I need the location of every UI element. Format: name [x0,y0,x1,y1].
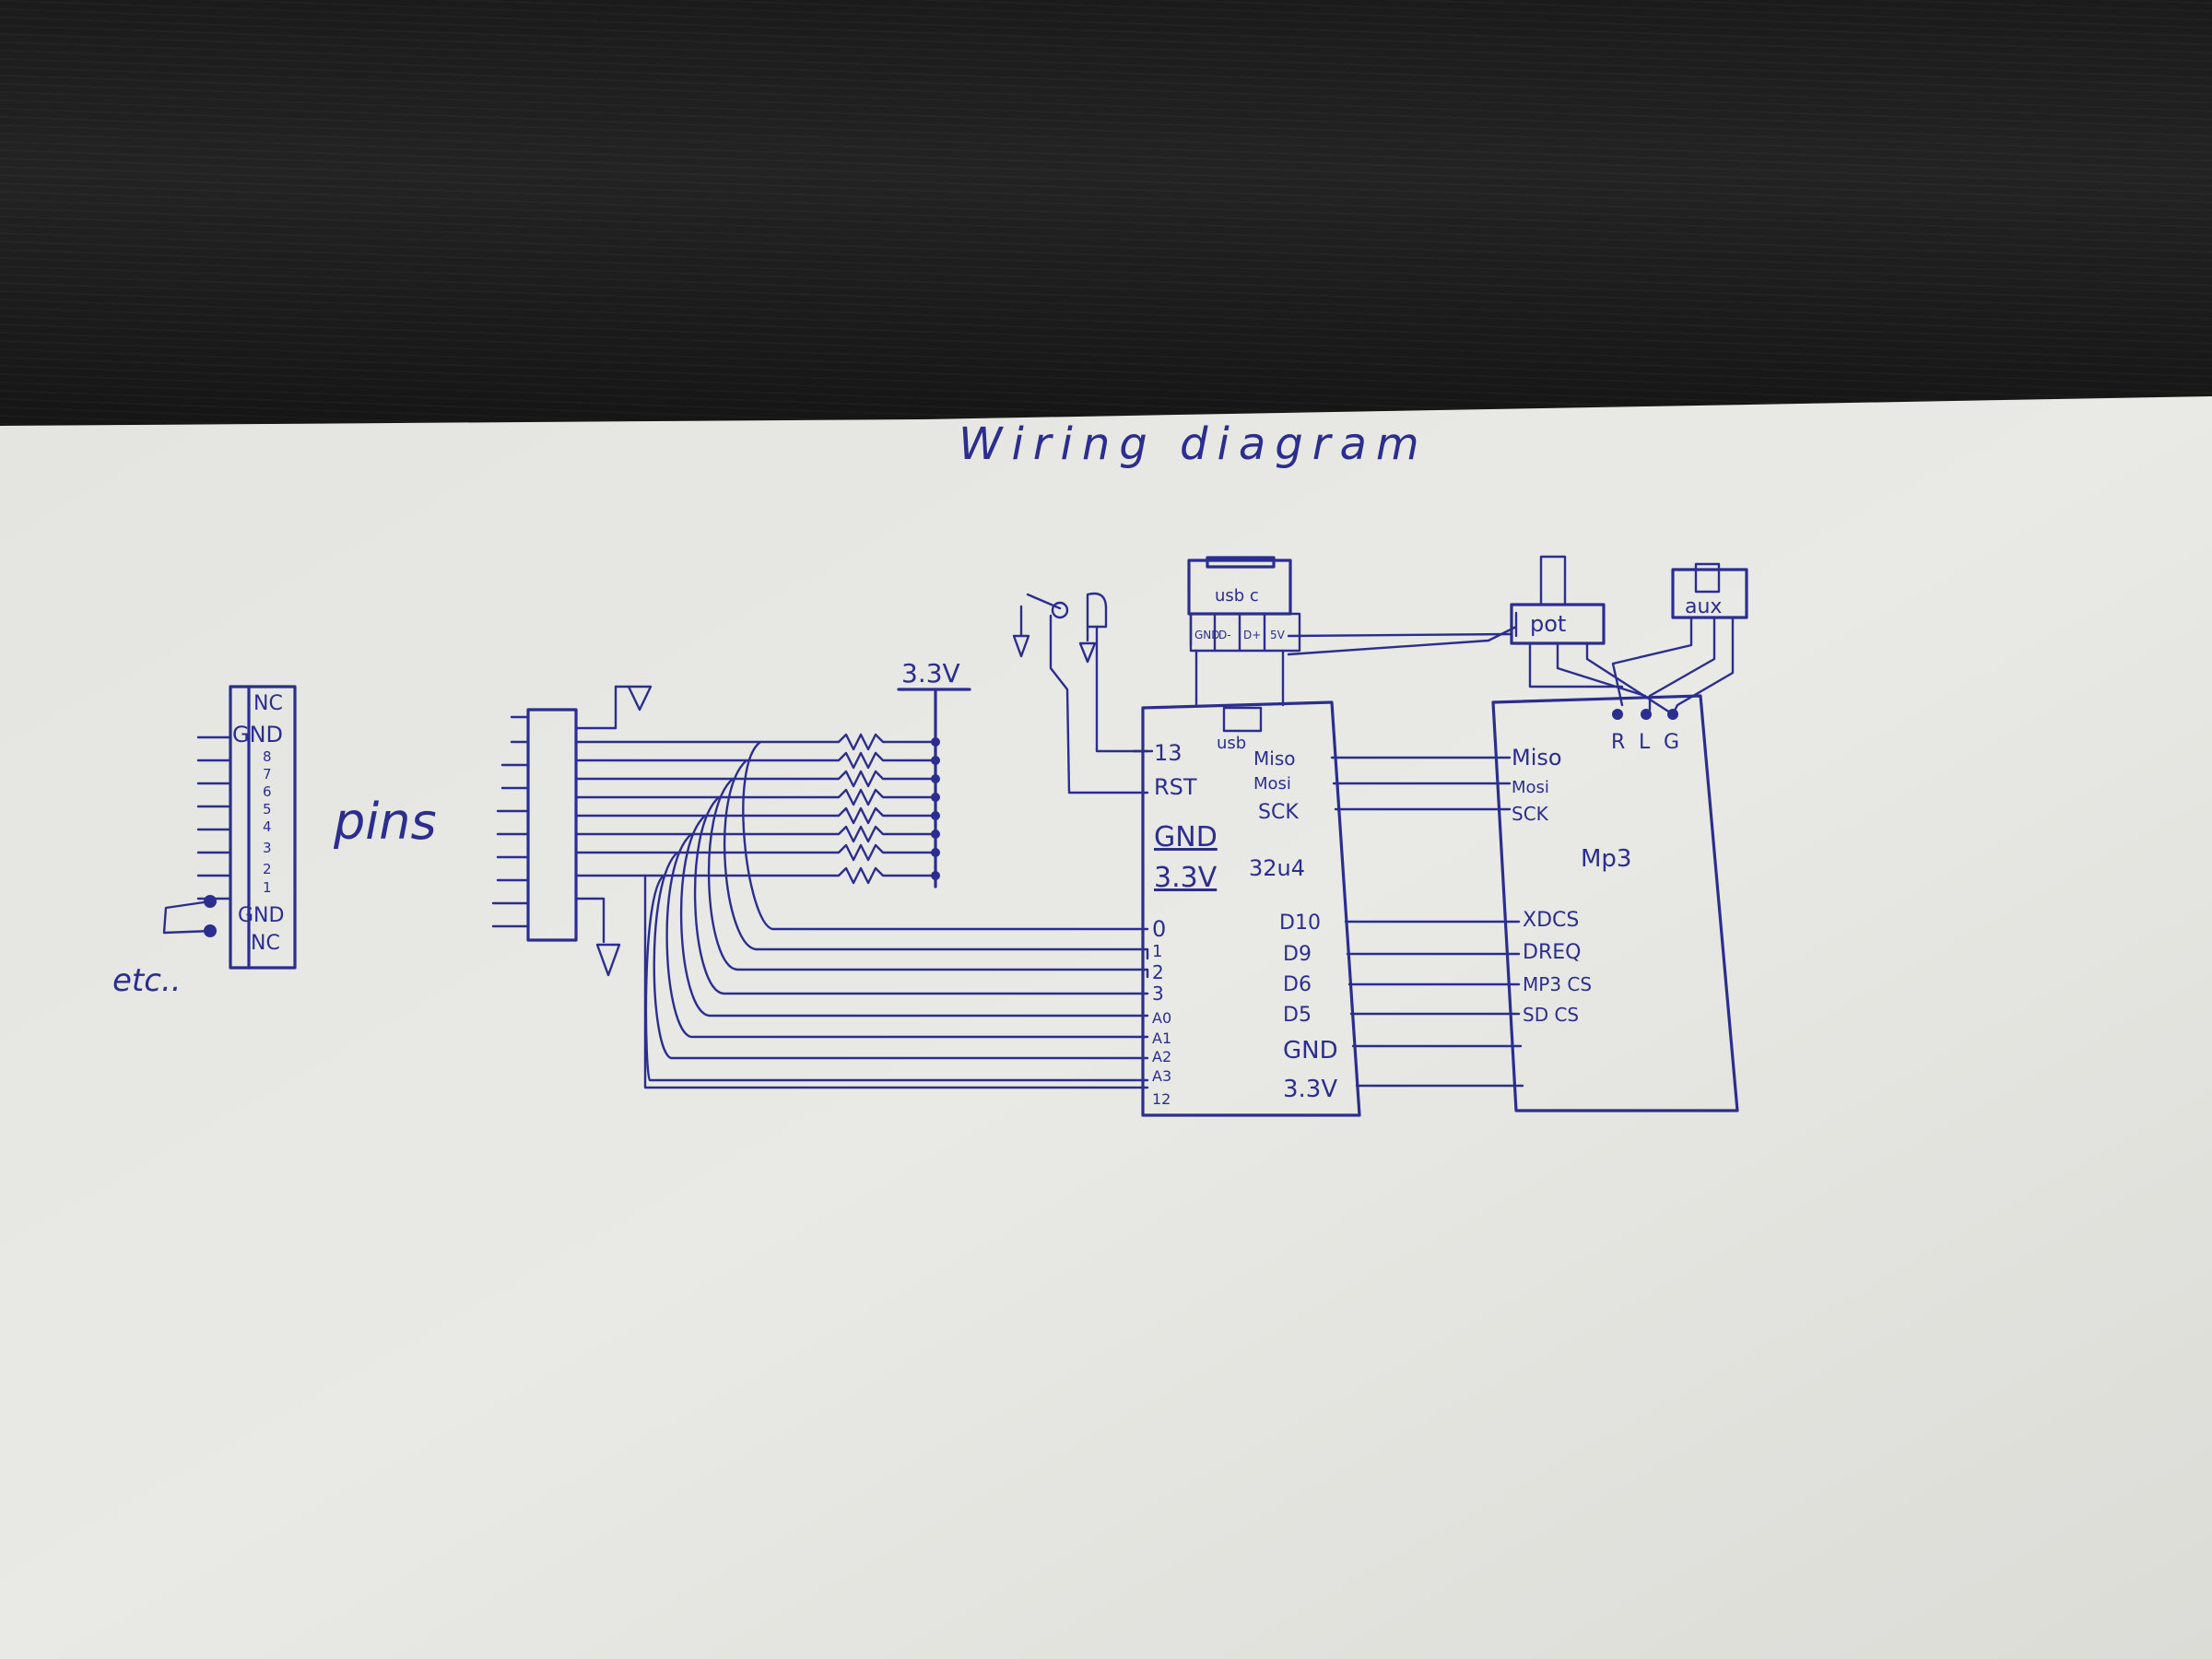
mcu-right-pin-label: SCK [1258,801,1299,824]
mcu-left-pin-label: RST [1154,774,1197,800]
keypad-pin-label: 6 [263,783,272,800]
junction-dot [931,793,940,802]
pin-header [491,685,653,977]
mcu-left-pin-label: A1 [1152,1030,1171,1047]
usb-c-connector: usb c GND D- D+ 5V [1187,556,1518,707]
junction-dot [931,737,940,747]
usb-c-pin-label: 5V [1270,629,1286,641]
gnd-junction-dot [204,895,217,908]
supply-label: 3.3V [901,658,960,688]
mcu-right-pin-label: Miso [1253,747,1295,770]
mcu-left-pin-label: 3 [1152,982,1164,1005]
keypad-pin-label: 7 [263,766,272,782]
gnd-junction-dot [204,924,217,937]
rlg-label: G [1664,731,1679,754]
mcu-left-pin-label: 0 [1152,916,1166,942]
mp3-pin-label: MP3 CS [1523,973,1592,995]
mp3-module: R L G Mp3 Miso Mosi SCK XDCS DREQ MP3 CS… [1491,694,1739,1112]
spi-wires [1330,756,1524,1088]
keypad-pin-label: GND [238,904,284,927]
junction-dot [931,811,940,820]
mcu-right-pin-label: D10 [1279,912,1321,935]
rlg-junction-dot [1612,709,1623,720]
junction-dot [931,848,940,857]
mcu-chip-label: 32u4 [1249,855,1305,881]
usb-c-pin-label: GND [1194,629,1220,641]
junction-dot [931,830,940,839]
mcu-usb-label: usb [1217,734,1246,753]
mcu-left-pin-label: 13 [1154,740,1182,766]
mcu-right-pin-label: 3.3V [1283,1076,1337,1103]
mp3-label: Mp3 [1581,845,1631,873]
pins-label: pins [333,793,437,851]
pullup-resistor-bank: 3.3V [574,658,971,888]
junction-dot [931,871,940,880]
mp3-pin-label: Mosi [1512,778,1549,797]
rlg-label: R [1611,731,1625,754]
ground-symbol [595,943,621,977]
mcu-left-pin-label: 12 [1152,1090,1171,1108]
paper-sheet [0,396,2212,1659]
mcu-left-pin-label: A2 [1152,1048,1171,1065]
keypad-pin-label: NC [253,692,283,715]
status-led [1012,592,1149,794]
keypad-pin-label: 5 [263,801,272,818]
mcu-board: usb 32u4 13 RST GND 3.3V 0 1 2 3 A0 A1 A… [1132,700,1361,1117]
pot-label: pot [1530,611,1566,637]
mcu-left-pin-label: 2 [1152,961,1164,983]
mcu-left-pin-label: 1 [1152,942,1162,961]
usb-c-label: usb c [1215,586,1259,606]
rlg-label: L [1639,731,1651,754]
keypad-pin-label: NC [251,932,280,955]
ground-symbol [627,685,653,712]
signal-bundle [643,740,1149,1089]
mcu-right-pin-label: D5 [1283,1004,1312,1027]
junction-dot [931,774,940,783]
keypad-pin-label: 4 [263,818,272,835]
usb-c-pin-label: D- [1218,629,1231,641]
keypad-note: etc.. [112,962,182,999]
mcu-right-pin-label: D9 [1283,943,1312,966]
diagram-title: Wiring diagram [959,418,1429,470]
mcu-left-pin-label: 3.3V [1154,862,1218,894]
keypad-pin-label: 8 [263,748,272,765]
mp3-pin-label: SCK [1512,803,1549,825]
mp3-pin-label: Miso [1512,745,1562,771]
mp3-pin-label: SD CS [1523,1004,1579,1026]
desk-background [0,0,2212,433]
mcu-left-pin-label: A0 [1152,1009,1171,1027]
mcu-right-pin-label: Mosi [1253,774,1291,794]
keypad-pin-label: 3 [263,840,272,856]
mcu-right-pin-label: D6 [1283,973,1312,996]
mcu-right-pin-label: GND [1283,1037,1338,1065]
aux-label: aux [1685,595,1722,618]
keypad-pin-label: 1 [263,879,272,896]
rlg-junction-dot [1667,709,1678,720]
usb-c-pin-label: D+ [1243,629,1261,641]
mp3-pin-label: XDCS [1523,909,1579,932]
potentiometer: pot [1510,555,1675,716]
mcu-left-pin-label: A3 [1152,1067,1171,1085]
junction-dot [931,756,940,765]
mp3-pin-label: DREQ [1523,941,1581,964]
keypad-pin-label: GND [232,722,283,747]
keypad-pin-label: 2 [263,861,272,877]
keypad-connector: NC GND 8 7 6 5 4 3 2 1 GND NC etc.. [112,685,297,999]
mcu-left-pin-label: GND [1154,821,1218,853]
rlg-junction-dot [1641,709,1652,720]
